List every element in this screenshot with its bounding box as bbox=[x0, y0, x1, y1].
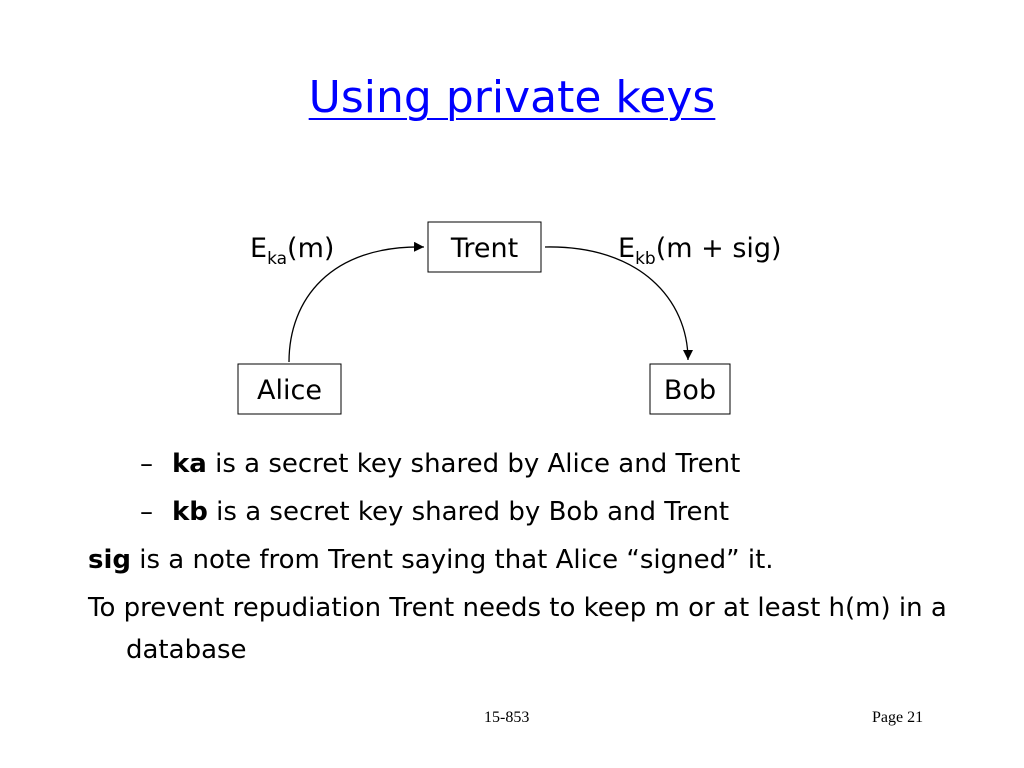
trent-node: Trent bbox=[427, 221, 542, 273]
footer-page-number: Page 21 bbox=[872, 709, 924, 726]
bullet-text-ka: is a secret key shared by Alice and Tren… bbox=[206, 449, 741, 479]
bullet-dash: – bbox=[140, 497, 153, 527]
bullet-dash: – bbox=[140, 449, 153, 479]
edge2-subscript: kb bbox=[635, 249, 656, 269]
edge1-rest: (m) bbox=[287, 233, 334, 264]
footer-course: 15-853 bbox=[484, 709, 530, 726]
slide-title: Using private keys bbox=[308, 72, 716, 123]
bob-box bbox=[649, 363, 731, 415]
alice-to-trent-label: Eka(m) bbox=[250, 233, 334, 269]
edge2-base: E bbox=[618, 233, 635, 264]
trent-box bbox=[427, 221, 542, 273]
alice-node: Alice bbox=[237, 363, 342, 415]
edge1-base: E bbox=[250, 233, 267, 264]
bullet-text-kb: is a secret key shared by Bob and Trent bbox=[207, 497, 730, 527]
bullet-term-kb: kb bbox=[172, 497, 208, 527]
bullet-item-repudiation: To prevent repudiation Trent needs to ke… bbox=[88, 593, 947, 665]
trent-label: Trent bbox=[450, 233, 518, 264]
trent-to-bob-label: Ekb(m + sig) bbox=[618, 233, 782, 269]
alice-label: Alice bbox=[257, 375, 322, 406]
edge2-rest: (m + sig) bbox=[656, 233, 782, 264]
bullet-term-sig: sig bbox=[88, 545, 131, 575]
trent-to-bob-arrow bbox=[544, 246, 693, 361]
alice-box bbox=[237, 363, 342, 415]
bullet-term-ka: ka bbox=[172, 449, 207, 479]
alice-to-trent-arrow bbox=[288, 241, 425, 363]
bob-label: Bob bbox=[664, 375, 716, 406]
edge1-subscript: ka bbox=[267, 249, 287, 269]
bullet-text-sig: is a note from Trent saying that Alice “… bbox=[131, 545, 774, 575]
bob-node: Bob bbox=[649, 363, 731, 415]
bullet-item-sig: sig is a note from Trent saying that Ali… bbox=[88, 536, 774, 584]
